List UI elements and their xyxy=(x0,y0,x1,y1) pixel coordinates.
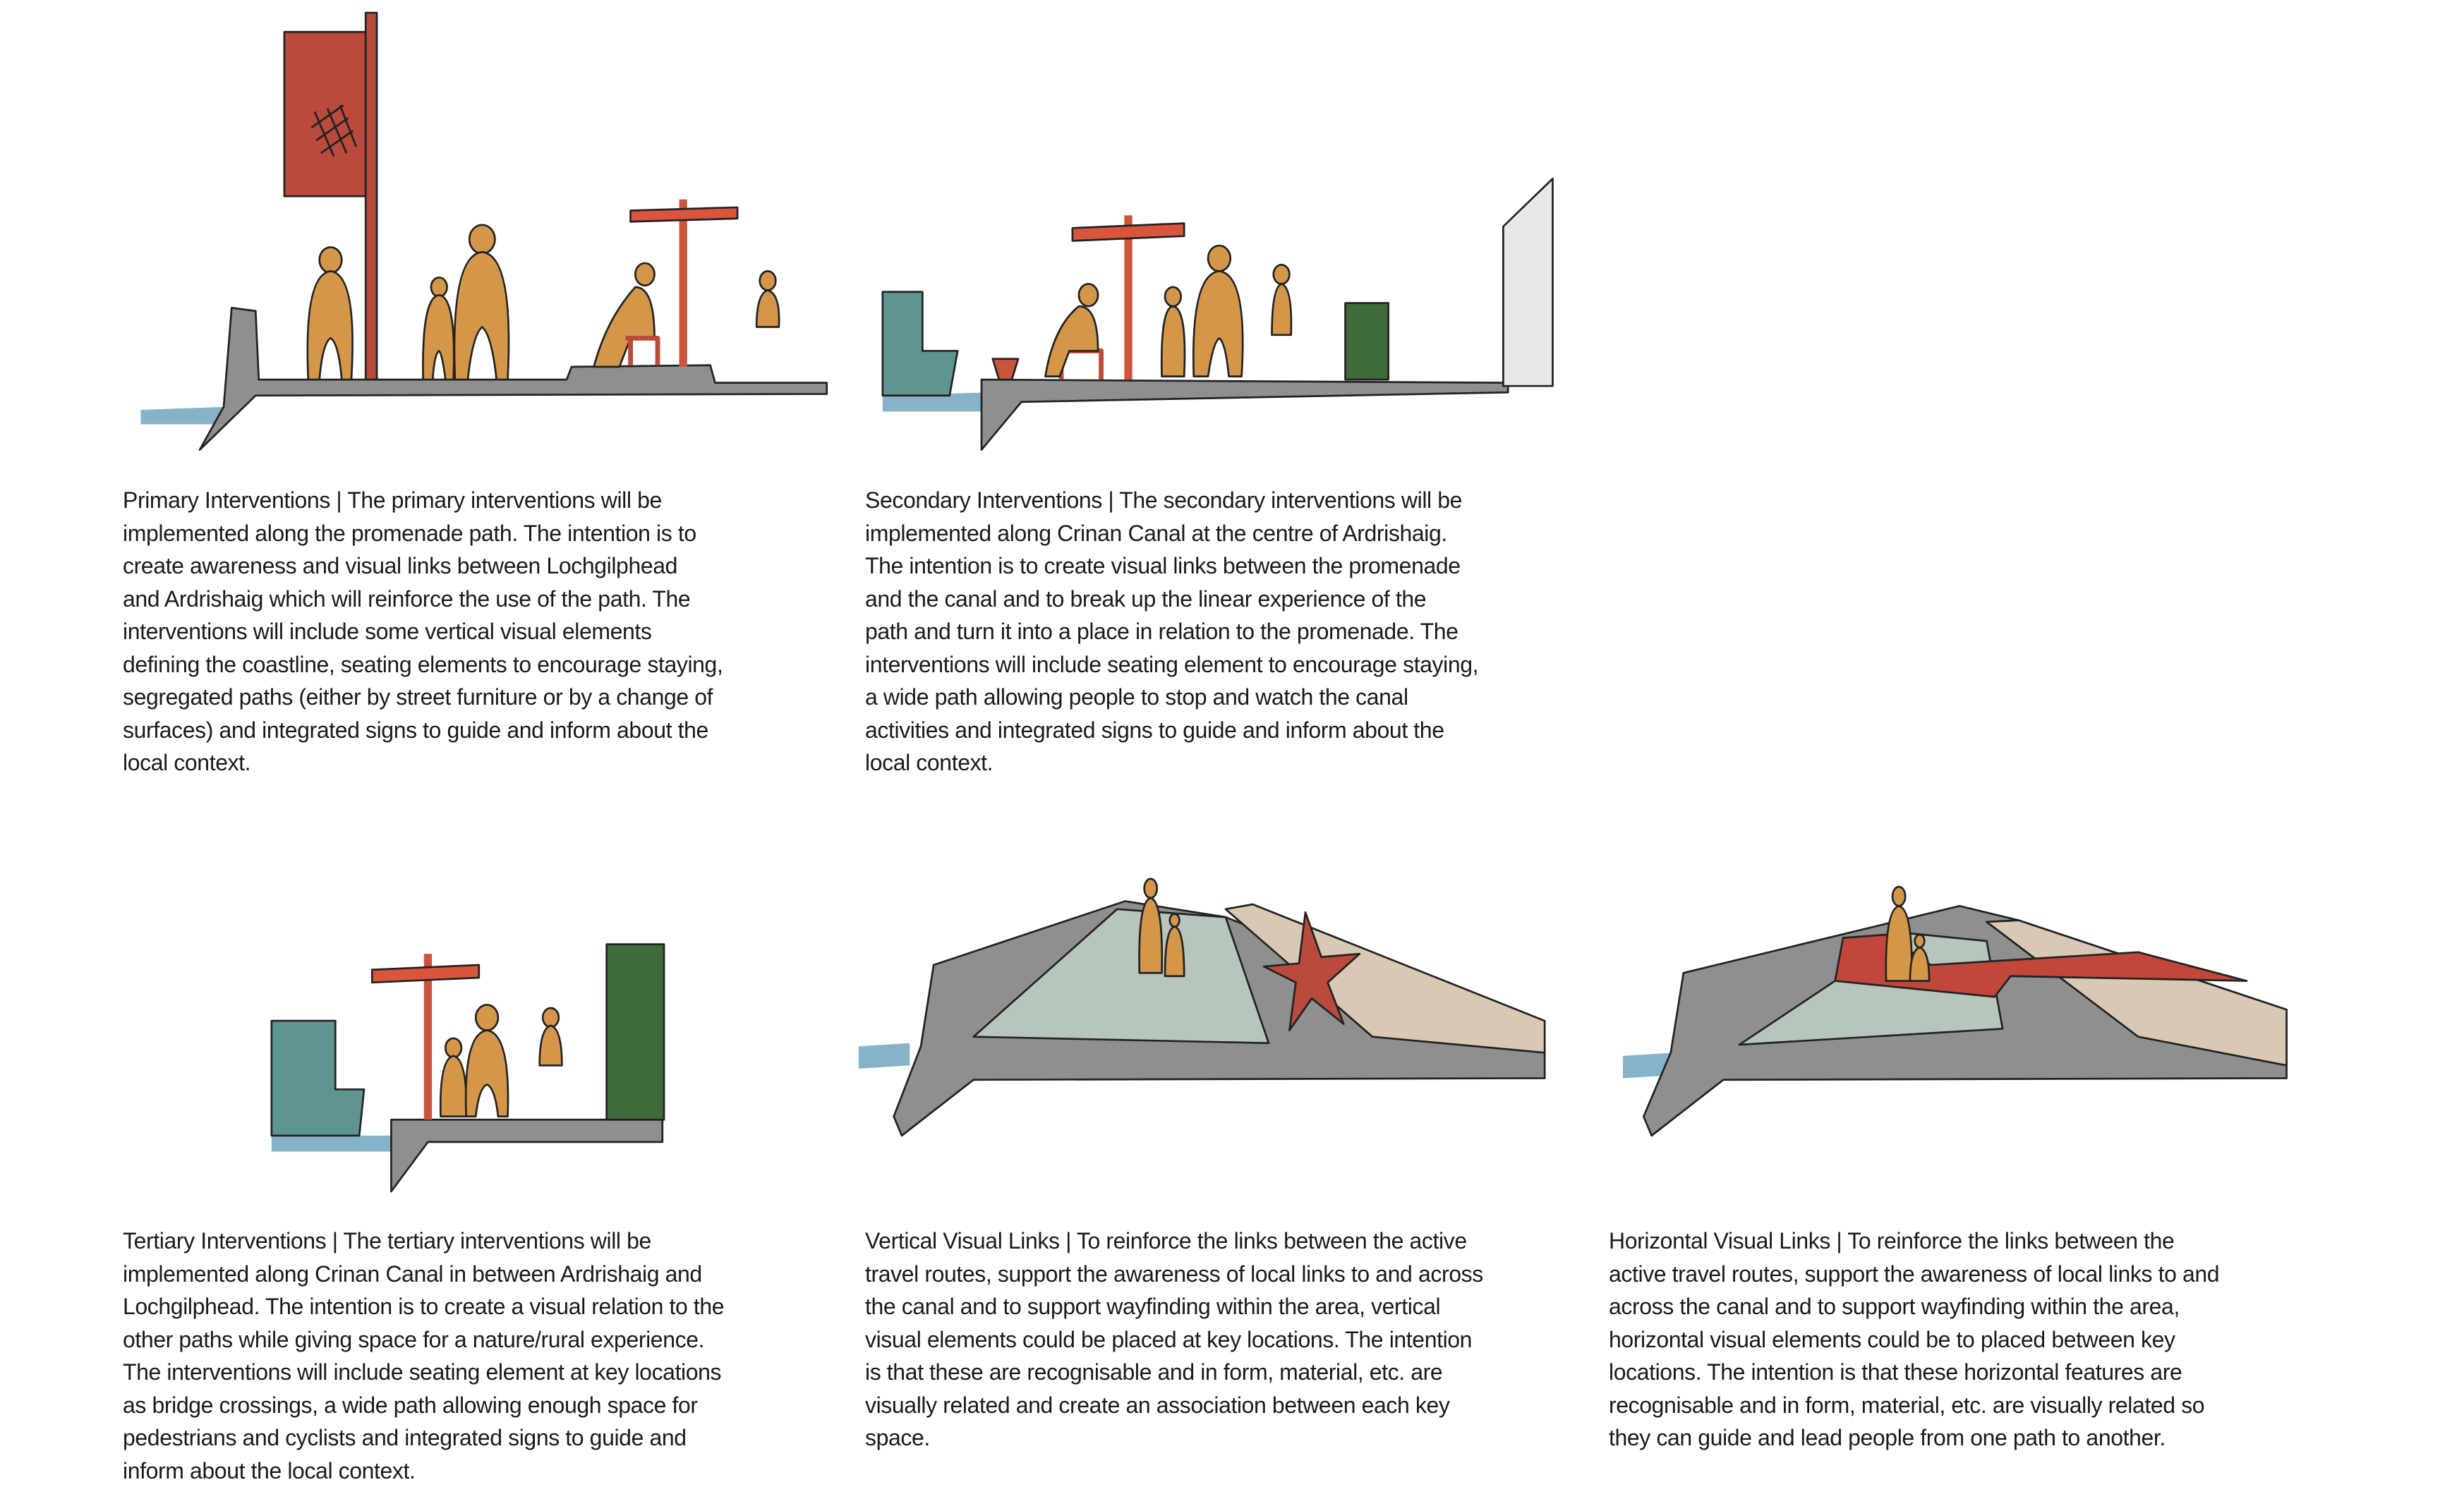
caption-line: space. xyxy=(865,1421,1578,1455)
caption-line: recognisable and in form, material, etc.… xyxy=(1609,1389,2321,1422)
tertiary-interventions-caption: Tertiary Interventions | The tertiary in… xyxy=(123,1225,835,1487)
caption-line: local context. xyxy=(865,746,1578,779)
secondary-interventions-caption: Secondary Interventions | The secondary … xyxy=(865,484,1578,779)
tertiary-section-sketch xyxy=(272,945,664,1191)
caption-line: interventions will include some vertical… xyxy=(123,615,835,648)
quay-ground xyxy=(391,1119,662,1191)
caption-line: across the canal and to support wayfindi… xyxy=(1609,1290,2321,1323)
caption-line: defining the coastline, seating elements… xyxy=(123,648,835,681)
caption-line: Lochgilphead. The intention is to create… xyxy=(123,1290,835,1323)
caption-line: travel routes, support the awareness of … xyxy=(865,1258,1578,1291)
caption-line: implemented along Crinan Canal in betwee… xyxy=(123,1258,835,1291)
people xyxy=(308,225,779,380)
caption-line: is that these are recognisable and in fo… xyxy=(865,1356,1578,1389)
caption-line: Horizontal Visual Links | To reinforce t… xyxy=(1609,1225,2321,1258)
caption-line: pedestrians and cyclists and integrated … xyxy=(123,1421,835,1455)
caption-line: and Ardrishaig which will reinforce the … xyxy=(123,583,835,616)
caption-line: The interventions will include seating e… xyxy=(123,1356,835,1389)
caption-line: implemented along the promenade path. Th… xyxy=(123,517,835,550)
quay-ground xyxy=(200,308,827,449)
caption-line: other paths while giving space for a nat… xyxy=(123,1323,835,1356)
hedge xyxy=(607,945,664,1120)
caption-line: Tertiary Interventions | The tertiary in… xyxy=(123,1225,835,1258)
vertical-links-sketch xyxy=(859,879,1545,1136)
secondary-section-sketch xyxy=(883,178,1553,449)
quay-ground xyxy=(982,380,1508,449)
vertical-visual-links-caption: Vertical Visual Links | To reinforce the… xyxy=(865,1225,1578,1455)
signpost-arms xyxy=(631,207,737,221)
caption-line: as bridge crossings, a wide path allowin… xyxy=(123,1389,835,1422)
horizontal-visual-links-caption: Horizontal Visual Links | To reinforce t… xyxy=(1609,1225,2321,1455)
caption-line: active travel routes, support the awaren… xyxy=(1609,1258,2321,1291)
primary-section-sketch xyxy=(140,13,826,450)
flag xyxy=(284,32,368,196)
caption-line: interventions will include seating eleme… xyxy=(865,648,1578,681)
caption-line: inform about the local context. xyxy=(123,1455,835,1487)
caption-line: Vertical Visual Links | To reinforce the… xyxy=(865,1225,1578,1258)
water xyxy=(140,407,227,425)
bollard xyxy=(993,359,1018,380)
caption-line: locations. The intention is that these h… xyxy=(1609,1356,2321,1389)
caption-line: path and turn it into a place in relatio… xyxy=(865,615,1578,648)
caption-line: surfaces) and integrated signs to guide … xyxy=(123,714,835,747)
boat xyxy=(272,1021,364,1136)
caption-line: local context. xyxy=(123,746,835,779)
boat xyxy=(883,292,958,396)
primary-interventions-caption: Primary Interventions | The primary inte… xyxy=(123,484,835,779)
horizontal-links-sketch xyxy=(1623,887,2287,1136)
caption-line: Secondary Interventions | The secondary … xyxy=(865,484,1578,517)
caption-line: the canal and to support wayfinding with… xyxy=(865,1290,1578,1323)
caption-line: a wide path allowing people to stop and … xyxy=(865,681,1578,714)
hedge xyxy=(1346,303,1389,380)
caption-line: The intention is to create visual links … xyxy=(865,550,1578,583)
caption-line: visually related and create an associati… xyxy=(865,1389,1578,1422)
building xyxy=(1503,178,1552,386)
caption-line: and the canal and to break up the linear… xyxy=(865,583,1578,616)
flag-pole xyxy=(366,13,377,380)
caption-line: they can guide and lead people from one … xyxy=(1609,1421,2321,1455)
caption-line: create awareness and visual links betwee… xyxy=(123,550,835,583)
bench xyxy=(626,338,658,365)
caption-line: visual elements could be placed at key l… xyxy=(865,1323,1578,1356)
caption-line: segregated paths (either by street furni… xyxy=(123,681,835,714)
caption-line: horizontal visual elements could be to p… xyxy=(1609,1323,2321,1356)
caption-line: activities and integrated signs to guide… xyxy=(865,714,1578,747)
caption-line: Primary Interventions | The primary inte… xyxy=(123,484,835,517)
caption-line: implemented along Crinan Canal at the ce… xyxy=(865,517,1578,550)
